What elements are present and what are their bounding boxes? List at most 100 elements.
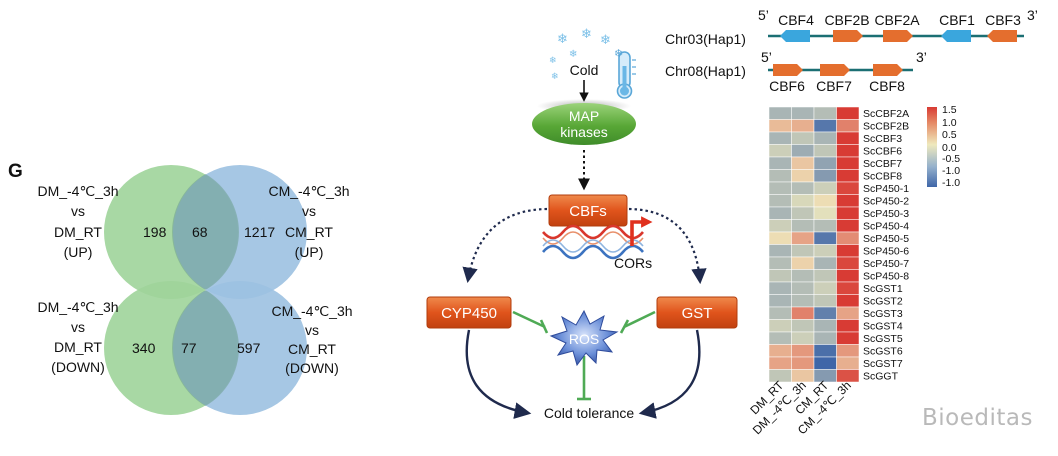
heatmap-cell [768, 119, 792, 133]
heatmap-cell [791, 194, 815, 208]
venn-down-right-count: 597 [237, 340, 261, 356]
chr08-gene-label: CBF8 [869, 78, 905, 94]
heatmap-cell [768, 206, 792, 220]
cbf-label: CBFs [569, 203, 607, 220]
heatmap-cell [836, 119, 860, 133]
heatmap-cell [836, 256, 860, 270]
heatmap-cell [791, 356, 815, 370]
venn-up-left-count: 198 [143, 224, 167, 240]
snowflake-icon: ❄ ❄ ❄ ❄ ❄ ❄ [549, 27, 611, 82]
chr08-label: Chr08(Hap1) [665, 63, 746, 79]
heatmap-cell [813, 356, 837, 370]
heatmap-cell [768, 219, 792, 233]
venn-up-overlap-region [172, 174, 239, 290]
chr03-gene-label: CBF1 [939, 12, 975, 28]
heatmap-cell [813, 131, 837, 145]
venn-down-left-count: 340 [132, 340, 156, 356]
heatmap-cell [791, 231, 815, 245]
map-kinase-label-2: kinases [560, 124, 607, 140]
heatmap-cell [791, 331, 815, 345]
heatmap-row-label: ScGST3 [863, 308, 903, 320]
heatmap-cell [791, 306, 815, 320]
heatmap-legend-tick: 0.0 [942, 142, 957, 154]
thermometer-icon: ❄ [614, 47, 636, 99]
heatmap-cell [813, 219, 837, 233]
heatmap-row-label: ScGST6 [863, 346, 903, 358]
heatmap-cell [768, 319, 792, 333]
svg-text:❄: ❄ [581, 27, 592, 42]
heatmap-cell [813, 181, 837, 195]
heatmap-cell [813, 156, 837, 170]
heatmap-cell [813, 256, 837, 270]
heatmap-cell [836, 206, 860, 220]
venn-up-left-label-2: vs [71, 203, 85, 219]
heatmap-row-label: ScP450-2 [863, 196, 909, 208]
heatmap-cell [768, 106, 792, 120]
ros-label: ROS [569, 331, 599, 347]
venn-up-left-label-3: DM_RT [54, 224, 102, 240]
heatmap-row-label: ScP450-1 [863, 183, 909, 195]
chr08-gene-label: CBF7 [816, 78, 852, 94]
heatmap-color-legend [927, 107, 937, 187]
heatmap-row-label: ScCBF6 [863, 146, 902, 158]
panel-letter: G [8, 161, 23, 182]
heatmap-cell [813, 294, 837, 308]
heatmap-cell [836, 356, 860, 370]
heatmap-cell [768, 331, 792, 345]
map-kinase-node [532, 103, 636, 145]
heatmap-cell [791, 181, 815, 195]
cold-tolerance-label: Cold tolerance [544, 405, 634, 421]
heatmap-row-label: ScCBF3 [863, 133, 902, 145]
heatmap-cell [813, 194, 837, 208]
heatmap-cell [791, 206, 815, 220]
gst-to-tolerance-arrow [638, 329, 701, 419]
chr03-gene-cbf3 [987, 30, 1017, 42]
cyp450-node [426, 296, 512, 329]
heatmap-cell [836, 294, 860, 308]
chr08-gene-label: CBF6 [769, 78, 805, 94]
heatmap-cell [836, 369, 860, 383]
heatmap-row-label: ScCBF8 [863, 171, 902, 183]
heatmap-cell [768, 356, 792, 370]
heatmap-row-label: ScGST5 [863, 333, 903, 345]
heatmap-cell [791, 244, 815, 258]
venn-up-right-label-3: CM_RT [285, 224, 333, 240]
venn-down-overlap-region [172, 290, 239, 406]
cor-label: CORs [614, 255, 652, 271]
chr03-gene-cbf2b [833, 30, 863, 42]
chr08-3prime: 3’ [916, 49, 927, 65]
heatmap-cell [836, 319, 860, 333]
heatmap-cell [791, 369, 815, 383]
heatmap-row-label: ScGST1 [863, 283, 903, 295]
chr03-gene-cbf4 [780, 30, 810, 42]
heatmap-cell [768, 194, 792, 208]
heatmap-cell [768, 269, 792, 283]
chr03-5prime: 5’ [758, 7, 769, 23]
venn-up-overlap-count: 68 [192, 224, 208, 240]
gst-node [656, 296, 738, 329]
heatmap-cell [836, 131, 860, 145]
venn-up: 198 68 1217 DM_-4℃_3h vs DM_RT (UP) CM_-… [37, 165, 350, 299]
heatmap-legend-tick: -1.0 [942, 177, 960, 189]
venn-down-left-label-2: vs [71, 319, 85, 335]
venn-down: 340 77 597 DM_-4℃_3h vs DM_RT (DOWN) CM_… [37, 281, 353, 415]
heatmap-row-label: ScCBF7 [863, 158, 902, 170]
venn-up-right-count: 1217 [244, 224, 275, 240]
inhibition-lines [512, 310, 656, 401]
svg-text:❄: ❄ [614, 47, 623, 60]
heatmap-cell [791, 319, 815, 333]
chr03-gene-label: CBF2A [874, 12, 920, 28]
ros-node [549, 309, 619, 367]
heatmap-cell [813, 169, 837, 183]
heatmap-cell [836, 169, 860, 183]
heatmap-row-label: ScCBF2A [863, 108, 909, 120]
gst-label: GST [682, 305, 713, 322]
heatmap-cell [768, 144, 792, 158]
heatmap-row-label: ScP450-6 [863, 246, 909, 258]
heatmap-cell [791, 281, 815, 295]
heatmap-cell [768, 306, 792, 320]
venn-down-right-label-4: (DOWN) [285, 360, 339, 376]
heatmap-cell [836, 106, 860, 120]
